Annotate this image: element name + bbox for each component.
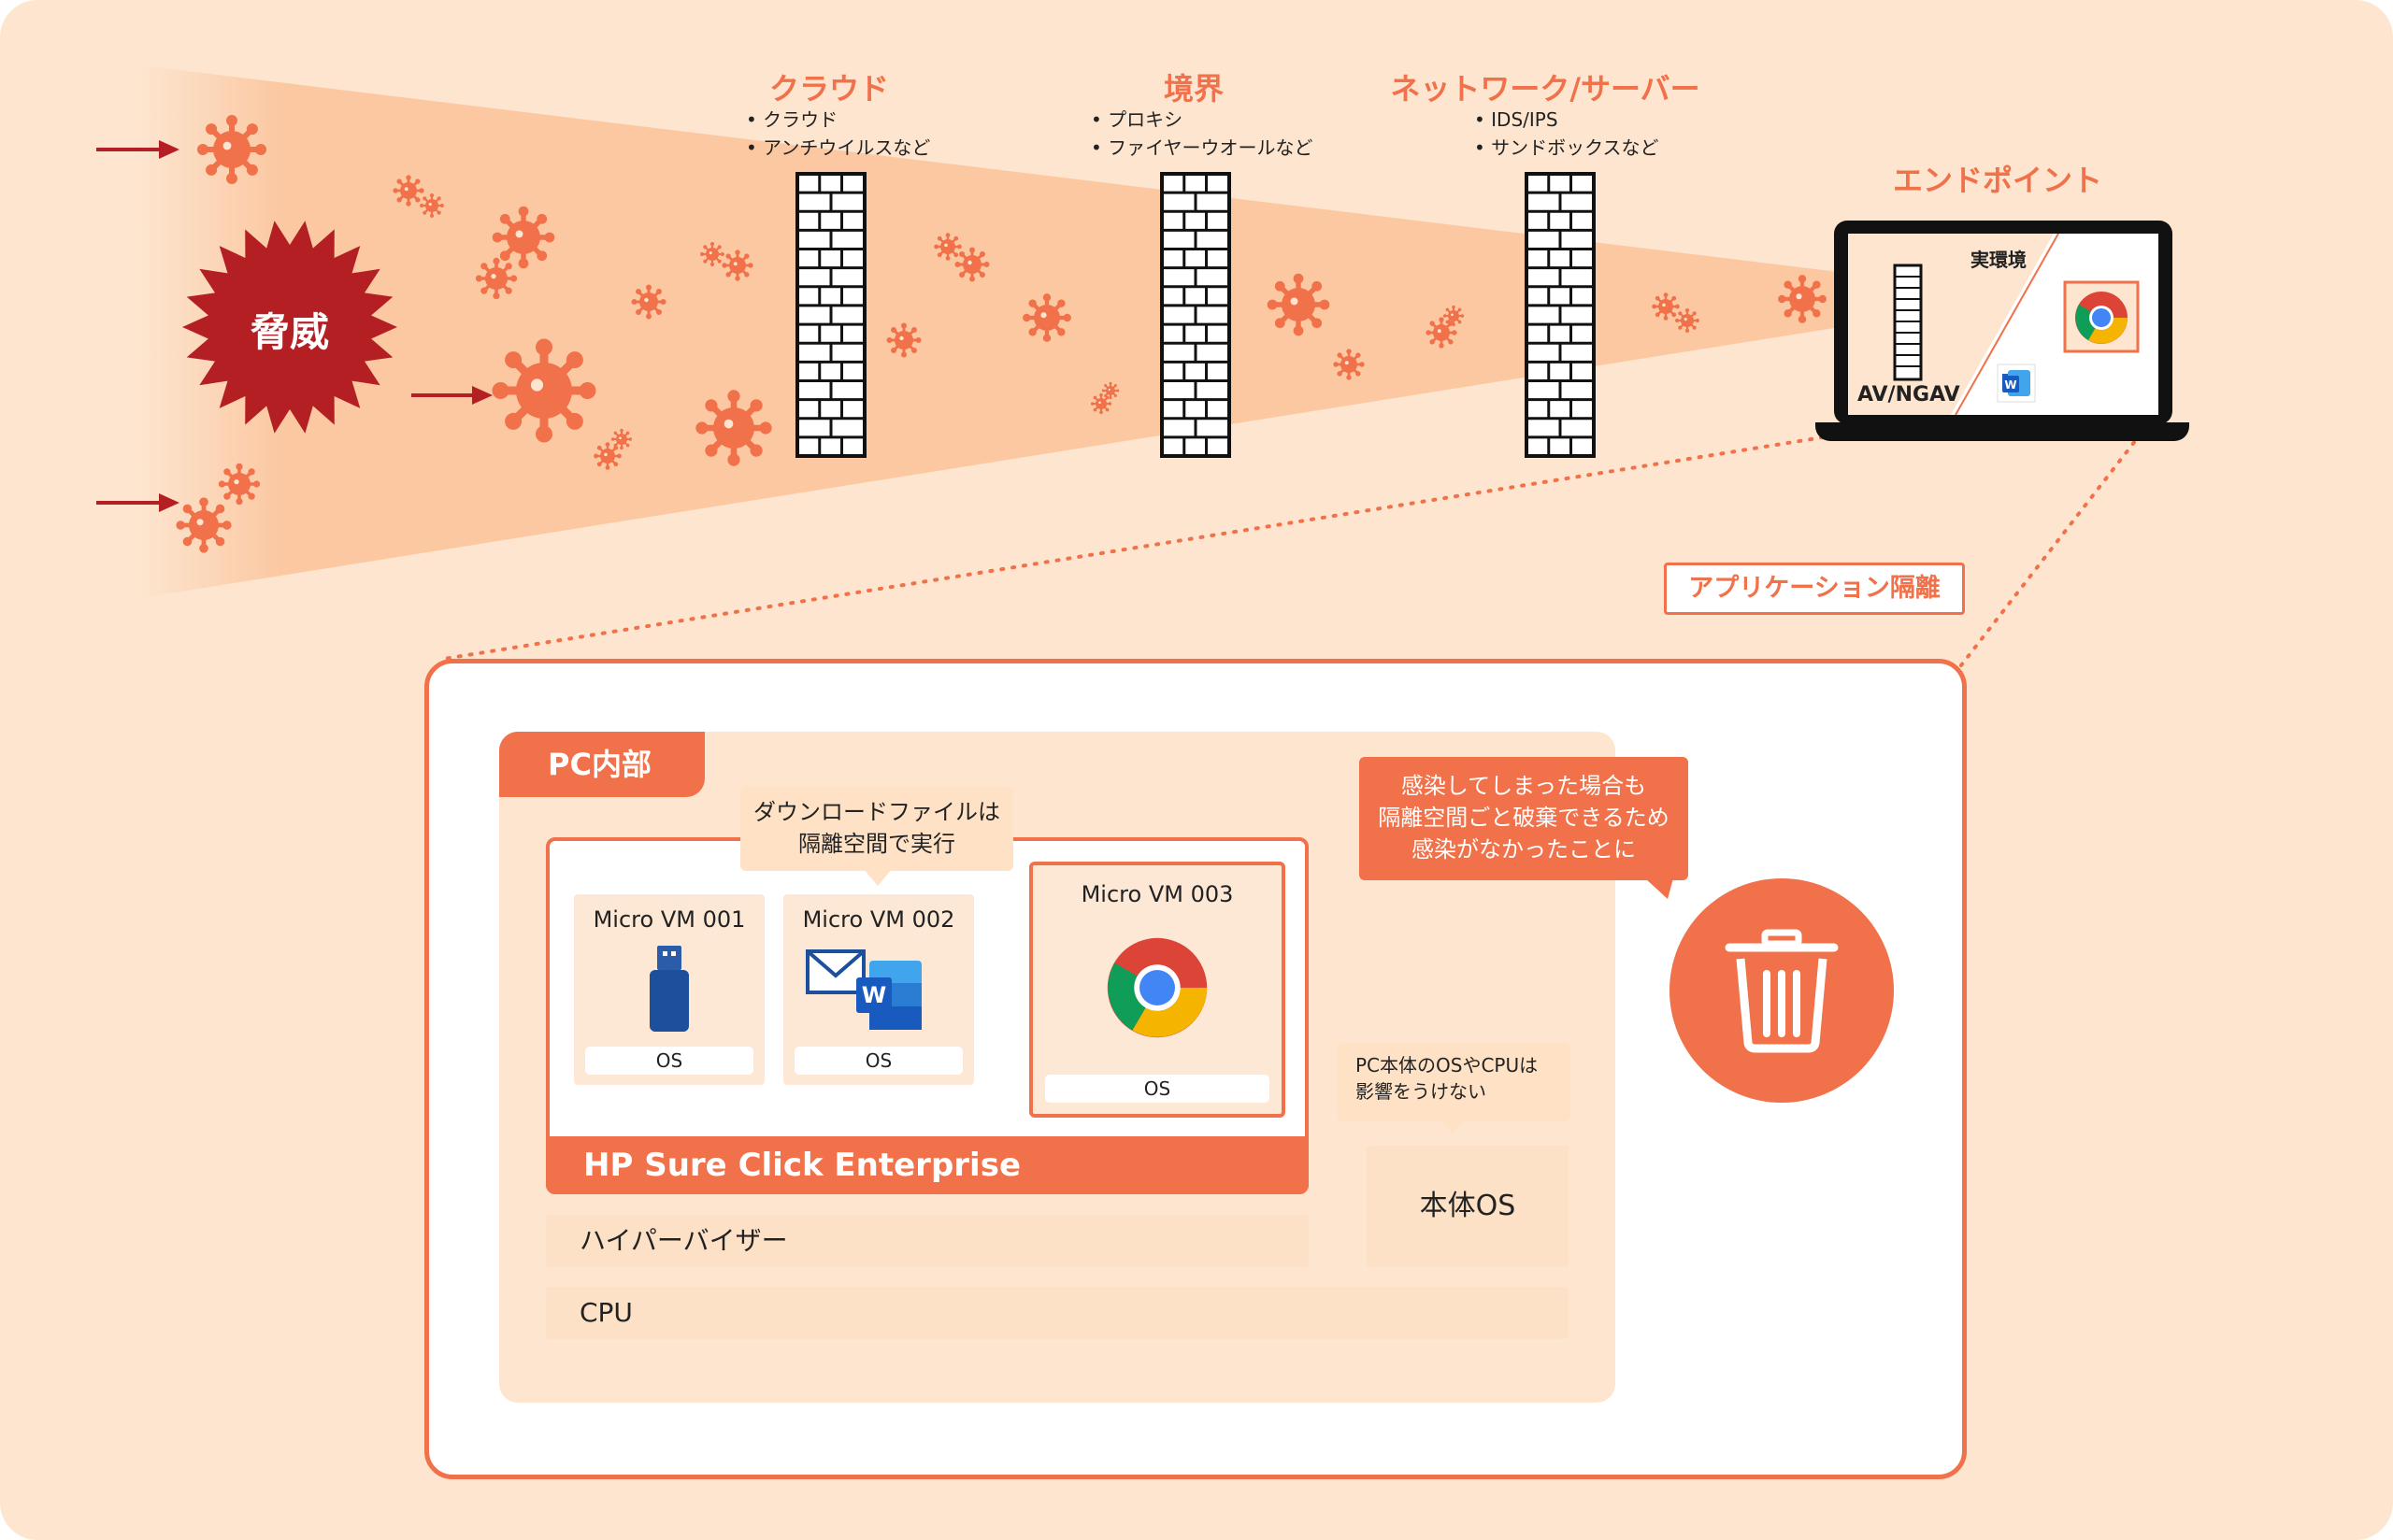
brick-wall-icon	[1525, 172, 1596, 458]
cpu-bar: CPU	[546, 1287, 1569, 1339]
virus-icon	[176, 497, 232, 553]
trash-icon	[1725, 929, 1839, 1053]
os-bar: OS	[795, 1047, 963, 1075]
mail-word-icon: W	[806, 949, 922, 1030]
virus-icon	[1101, 381, 1120, 400]
virus-icon	[1675, 308, 1699, 333]
virus-icon	[475, 257, 518, 300]
svg-text:W: W	[862, 982, 886, 1008]
sure-click-bar: HP Sure Click Enterprise	[546, 1136, 1309, 1194]
layer-bullets-network: IDS/IPS サンドボックスなど	[1474, 106, 1659, 162]
layer-bullet: サンドボックスなど	[1474, 134, 1658, 162]
svg-text:W: W	[2004, 378, 2016, 392]
os-bar: OS	[585, 1047, 753, 1075]
callout-line: 隔離空間ごと破棄できるため	[1378, 805, 1669, 831]
os-bar: OS	[1045, 1075, 1269, 1103]
virus-icon	[420, 193, 444, 218]
brick-wall-icon	[1160, 172, 1231, 458]
chrome-icon	[1107, 937, 1208, 1038]
incoming-arrow-2	[411, 386, 493, 405]
callout-line: 感染がなかったことに	[1411, 836, 1636, 863]
virus-icon	[886, 322, 922, 358]
vm-title: Micro VM 002	[802, 906, 955, 933]
virus-icon	[1778, 275, 1827, 323]
layer-title-perimeter: 境界	[1163, 71, 1224, 107]
callout-line: 影響をうけない	[1355, 1080, 1486, 1103]
virus-icon	[1023, 293, 1071, 342]
virus-icon	[492, 206, 555, 269]
download-callout: ダウンロードファイルは 隔離空間で実行	[740, 787, 1013, 871]
callout-line: PC本体のOSやCPUは	[1355, 1054, 1539, 1077]
brick-wall-icon	[795, 172, 867, 458]
callout-line: ダウンロードファイルは	[753, 799, 1000, 825]
endpoint-av-label: AV/NGAV	[1857, 383, 1960, 406]
infection-callout: 感染してしまった場合も 隔離空間ごと破棄できるため 感染がなかったことに	[1359, 757, 1688, 880]
layer-bullet: プロキシ	[1091, 106, 1313, 134]
chrome-icon	[2075, 292, 2128, 344]
beam-shape	[140, 65, 1870, 598]
usb-drive-icon	[650, 946, 689, 1032]
vm-title: Micro VM 003	[1081, 881, 1234, 907]
threat-label: 脅威	[250, 309, 329, 355]
callout-pointer	[1441, 1119, 1464, 1133]
virus-icon	[1267, 273, 1330, 336]
pc-inside-tab: PC内部	[499, 732, 705, 797]
virus-icon	[1426, 317, 1457, 349]
layer-title-cloud: クラウド	[768, 71, 889, 107]
endpoint-real-env: 実環境	[1970, 249, 2027, 271]
vm-title: Micro VM 001	[593, 906, 746, 933]
host-os-block: 本体OS	[1367, 1146, 1569, 1267]
zoom-line-left	[442, 435, 1825, 661]
layer-bullet: アンチウイルスなど	[746, 134, 930, 162]
layer-bullet: ファイヤーウオールなど	[1091, 134, 1312, 162]
app-isolation-label: アプリケーション隔離	[1664, 563, 1965, 615]
virus-icon	[1442, 305, 1465, 327]
threat-burst-icon	[182, 221, 397, 434]
virus-icon	[492, 338, 596, 443]
callout-line: 隔離空間で実行	[798, 831, 955, 857]
host-callout: PC本体のOSやCPUは 影響をうけない	[1337, 1043, 1570, 1121]
virus-icon	[695, 390, 772, 466]
incoming-arrow-3	[96, 493, 179, 512]
callout-line: 感染してしまった場合も	[1400, 773, 1647, 799]
endpoint-title: エンドポイント	[1892, 163, 2102, 198]
virus-icon	[700, 242, 724, 266]
virus-icon	[934, 233, 962, 261]
virus-icon	[1652, 292, 1680, 321]
firewall-walls	[795, 172, 1596, 458]
virus-icon	[631, 284, 666, 320]
virus-icon	[393, 175, 424, 207]
word-icon: W	[2002, 370, 2030, 396]
virus-icons	[176, 115, 2157, 1069]
virus-icon	[954, 247, 990, 282]
layer-bullets-cloud: クラウド アンチウイルスなど	[746, 106, 930, 162]
laptop-screen	[1848, 234, 2158, 415]
incoming-arrow-1	[96, 140, 179, 159]
layer-title-network: ネットワーク/サーバー	[1390, 71, 1700, 107]
virus-icon	[197, 115, 266, 184]
layer-bullets-perimeter: プロキシ ファイヤーウオールなど	[1091, 106, 1313, 162]
zoom-line-right	[1959, 414, 2157, 667]
laptop-base	[1815, 422, 2189, 441]
virus-icon	[722, 250, 753, 281]
virus-icon	[594, 442, 622, 470]
layer-bullet: クラウド	[746, 106, 930, 134]
callout-pointer	[1645, 878, 1673, 899]
virus-icon	[610, 428, 633, 450]
hypervisor-bar: ハイパーバイザー	[546, 1215, 1309, 1267]
virus-icon	[218, 463, 261, 506]
callout-pointer	[864, 869, 892, 886]
layer-bullet: IDS/IPS	[1474, 106, 1659, 134]
virus-icon	[1333, 349, 1365, 380]
virus-icon	[1090, 392, 1112, 415]
